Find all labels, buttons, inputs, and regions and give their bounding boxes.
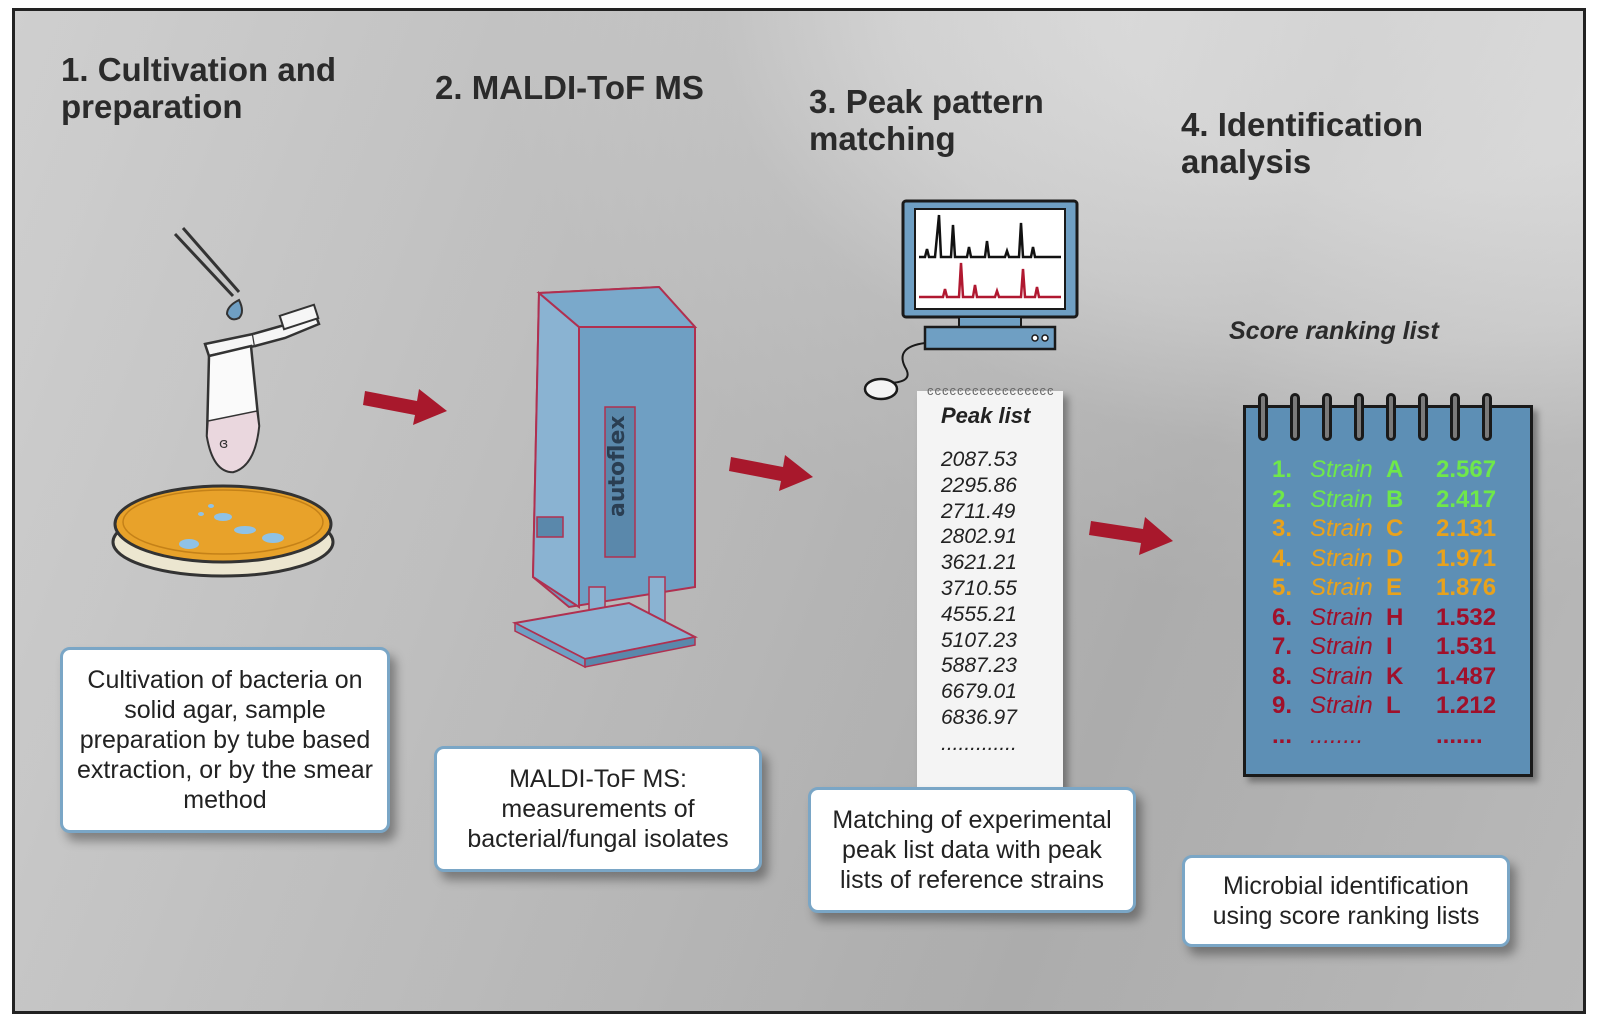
score-row-num: 5. bbox=[1272, 574, 1293, 601]
cultivation-illustration: ɞ bbox=[111, 227, 335, 578]
step-2-title: 2. MALDI-ToF MS bbox=[435, 69, 704, 106]
score-row-letter: L bbox=[1386, 692, 1401, 719]
notepad-ring bbox=[1482, 393, 1492, 441]
score-row-num: 6. bbox=[1272, 603, 1293, 631]
score-row: 7. Strain I 1.531 bbox=[1246, 633, 1536, 663]
score-row-letter: I bbox=[1386, 633, 1393, 660]
step-4-description: Microbial identification using score ran… bbox=[1182, 855, 1510, 947]
score-row-strain: Strain bbox=[1310, 456, 1373, 483]
score-row: 5. Strain E 1.876 bbox=[1246, 574, 1536, 604]
peak-value: 3710.55 bbox=[941, 576, 1017, 600]
score-row-num: 8. bbox=[1272, 662, 1293, 690]
peak-list-title: Peak list bbox=[941, 403, 1031, 428]
score-row-score: 1.531 bbox=[1436, 633, 1497, 660]
score-row-letter: B bbox=[1386, 485, 1404, 513]
score-row: 3. Strain C 2.131 bbox=[1246, 515, 1536, 545]
score-row-strain: Strain bbox=[1310, 544, 1373, 572]
score-row-strain: ........ bbox=[1310, 721, 1364, 749]
peak-value: ............. bbox=[941, 731, 1017, 755]
peak-value: 6836.97 bbox=[941, 705, 1017, 729]
score-row-strain: Strain bbox=[1310, 485, 1373, 513]
notepad-ring bbox=[1386, 393, 1396, 441]
score-row: 2. Strain B 2.417 bbox=[1246, 486, 1536, 516]
svg-text:autoflex: autoflex bbox=[605, 415, 630, 517]
svg-text:ɞ: ɞ bbox=[219, 436, 228, 452]
score-row-score: 1.971 bbox=[1436, 544, 1497, 572]
score-row-strain: Strain bbox=[1310, 515, 1373, 542]
pipette-icon bbox=[173, 227, 243, 321]
peak-value: 5107.23 bbox=[941, 628, 1017, 652]
notepad-ring bbox=[1418, 393, 1428, 441]
score-list-title: Score ranking list bbox=[1229, 317, 1439, 345]
score-row-letter: E bbox=[1386, 574, 1403, 601]
score-row-strain: Strain bbox=[1310, 662, 1373, 690]
score-row-score: 2.417 bbox=[1436, 485, 1497, 513]
score-row-num: 1. bbox=[1272, 456, 1293, 483]
workflow-diagram: 1. Cultivation and preparation 2. MALDI-… bbox=[12, 8, 1586, 1014]
arrows bbox=[363, 389, 1173, 555]
step-4-title: 4. Identification analysis bbox=[1181, 106, 1424, 180]
score-row-score: ....... bbox=[1436, 721, 1483, 749]
notepad-ring bbox=[1354, 393, 1364, 441]
score-row-score: 1.876 bbox=[1436, 574, 1497, 601]
notepad-ring bbox=[1322, 393, 1332, 441]
arrow-icon bbox=[1089, 517, 1173, 555]
arrow-icon bbox=[363, 389, 447, 425]
score-row: 8. Strain K 1.487 bbox=[1246, 663, 1536, 693]
peak-list-paper bbox=[917, 391, 1063, 787]
score-row-num: 2. bbox=[1272, 485, 1293, 513]
maldi-instrument-icon: autoflex bbox=[511, 285, 698, 669]
score-row-num: 3. bbox=[1272, 515, 1293, 542]
score-row-letter: C bbox=[1386, 515, 1404, 542]
step-1-title: 1. Cultivation and preparation bbox=[61, 51, 337, 125]
step-3-description: Matching of experimental peak list data … bbox=[808, 787, 1136, 913]
computer-icon bbox=[863, 199, 1079, 401]
score-row: 4. Strain D 1.971 bbox=[1246, 545, 1536, 575]
score-row: 9. Strain L 1.212 bbox=[1246, 692, 1536, 722]
score-row-strain: Strain bbox=[1310, 574, 1373, 601]
step-1-description: Cultivation of bacteria on solid agar, s… bbox=[60, 647, 390, 833]
score-row: 6. Strain H 1.532 bbox=[1246, 604, 1536, 634]
score-row: 1. Strain A 2.567 bbox=[1246, 456, 1536, 486]
score-row-num: 4. bbox=[1272, 544, 1293, 572]
score-row-num: 9. bbox=[1272, 692, 1293, 719]
step-3-title: 3. Peak pattern matching bbox=[809, 83, 1044, 157]
spiral-binding: ͼͼͼͼͼͼͼͼͼͼͼͼͼͼͼͼͼ bbox=[927, 383, 1055, 397]
score-row-score: 1.532 bbox=[1436, 603, 1497, 631]
score-row-score: 1.487 bbox=[1436, 662, 1497, 690]
score-row: .................. bbox=[1246, 722, 1536, 752]
score-row-letter: K bbox=[1386, 662, 1404, 690]
peak-value: 6679.01 bbox=[941, 680, 1017, 704]
score-row-strain: Strain bbox=[1310, 692, 1373, 719]
score-row-num: ... bbox=[1272, 721, 1293, 749]
petri-dish-icon bbox=[111, 484, 335, 578]
score-row-strain: Strain bbox=[1310, 633, 1373, 660]
score-row-letter: D bbox=[1386, 544, 1404, 572]
notepad-ring bbox=[1450, 393, 1460, 441]
score-row-score: 2.567 bbox=[1436, 456, 1497, 483]
notepad-ring bbox=[1290, 393, 1300, 441]
peak-value: 2295.86 bbox=[941, 473, 1017, 497]
score-row-num: 7. bbox=[1272, 633, 1293, 660]
score-row-strain: Strain bbox=[1310, 603, 1373, 631]
score-row-score: 1.212 bbox=[1436, 692, 1497, 719]
peak-value: 3621.21 bbox=[941, 551, 1017, 575]
peak-value: 4555.21 bbox=[941, 602, 1017, 626]
step-2-description: MALDI-ToF MS: measurements of bacterial/… bbox=[434, 746, 762, 872]
arrow-icon bbox=[729, 455, 813, 491]
peak-value: 2802.91 bbox=[941, 525, 1017, 549]
notepad-ring bbox=[1258, 393, 1268, 441]
score-row-score: 2.131 bbox=[1436, 515, 1497, 542]
tube-icon: ɞ bbox=[203, 303, 321, 474]
score-row-letter: H bbox=[1386, 603, 1404, 631]
score-row-letter: A bbox=[1386, 456, 1404, 483]
peak-value: 5887.23 bbox=[941, 654, 1017, 678]
peak-value: 2087.53 bbox=[941, 448, 1017, 471]
peak-value: 2711.49 bbox=[941, 499, 1016, 523]
